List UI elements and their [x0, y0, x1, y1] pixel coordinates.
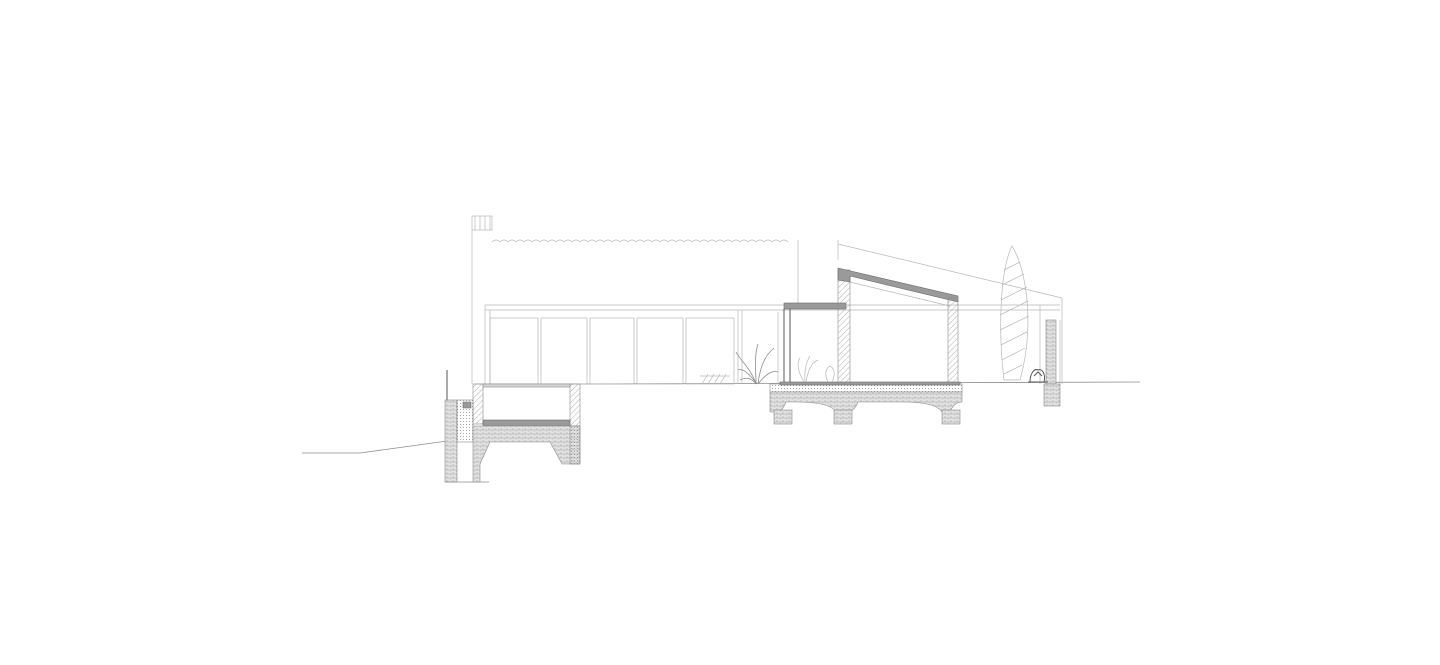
- background-building: [471, 215, 799, 384]
- right-column: [1043, 319, 1061, 407]
- plant-middle: [797, 355, 835, 383]
- cellar-section: [472, 383, 581, 483]
- left-retaining-wall: [444, 370, 489, 483]
- ground-line: [302, 381, 1141, 454]
- plant-left: [735, 343, 779, 385]
- pavilion-floor: [769, 381, 963, 425]
- cypress-tree: [999, 245, 1030, 381]
- plant-right: [1028, 369, 1048, 383]
- pavilion-section: [777, 240, 1063, 385]
- ground-hatch: [701, 373, 727, 385]
- background-arcade: [484, 304, 1060, 385]
